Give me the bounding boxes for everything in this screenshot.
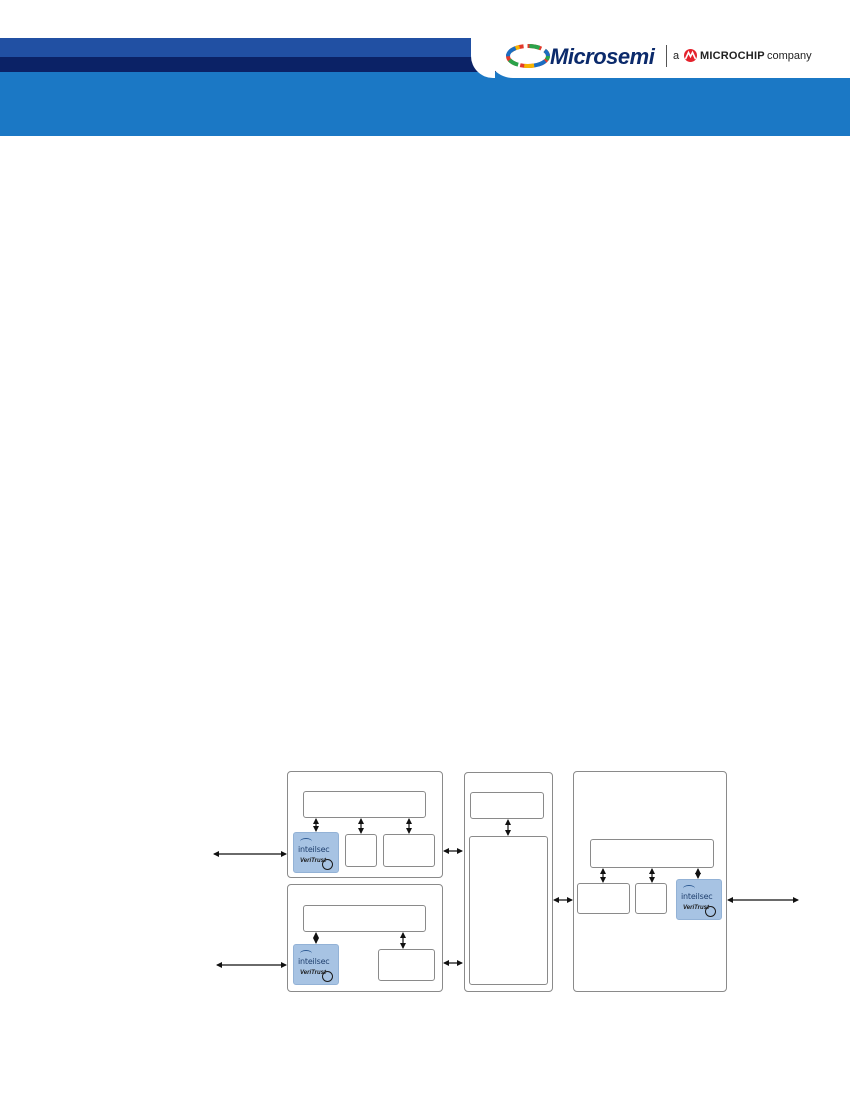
brand-wordmark: Microsemi [550,44,655,69]
chip-sublabel: VeriTrust [300,970,327,976]
small-block [635,883,667,914]
chip-sublabel: VeriTrust [683,905,710,911]
signal-arc-icon [300,950,312,957]
header-block [470,792,544,819]
header-stripe-light [0,72,850,136]
signal-arc-icon [683,885,695,892]
chip-label: inteilsec [681,892,713,901]
bus-block [590,839,714,868]
wide-block [577,883,630,914]
wide-block [378,949,435,981]
bus-block [303,905,426,932]
security-chip: inteilsec VeriTrust [676,879,722,920]
verified-trust-icon [705,906,716,917]
microsemi-logo-icon [506,44,550,68]
verified-trust-icon [322,971,333,982]
security-chip: inteilsec VeriTrust [293,944,339,985]
microchip-logo-icon [684,49,697,62]
security-chip: inteilsec VeriTrust [293,832,339,873]
page-header: Microsemi a MICROCHIP company [0,0,850,140]
parent-brand: MICROCHIP [700,50,765,62]
bus-block [303,791,426,818]
small-block [345,834,377,867]
chip-sublabel: VeriTrust [300,858,327,864]
verified-trust-icon [322,859,333,870]
tall-block [469,836,548,985]
chip-label: inteilsec [298,957,330,966]
wide-block [383,834,435,867]
signal-arc-icon [300,838,312,845]
tagline-prefix: a [673,50,680,62]
brand-divider [666,45,667,67]
tagline-suffix: company [767,50,812,62]
chip-label: inteilsec [298,845,330,854]
